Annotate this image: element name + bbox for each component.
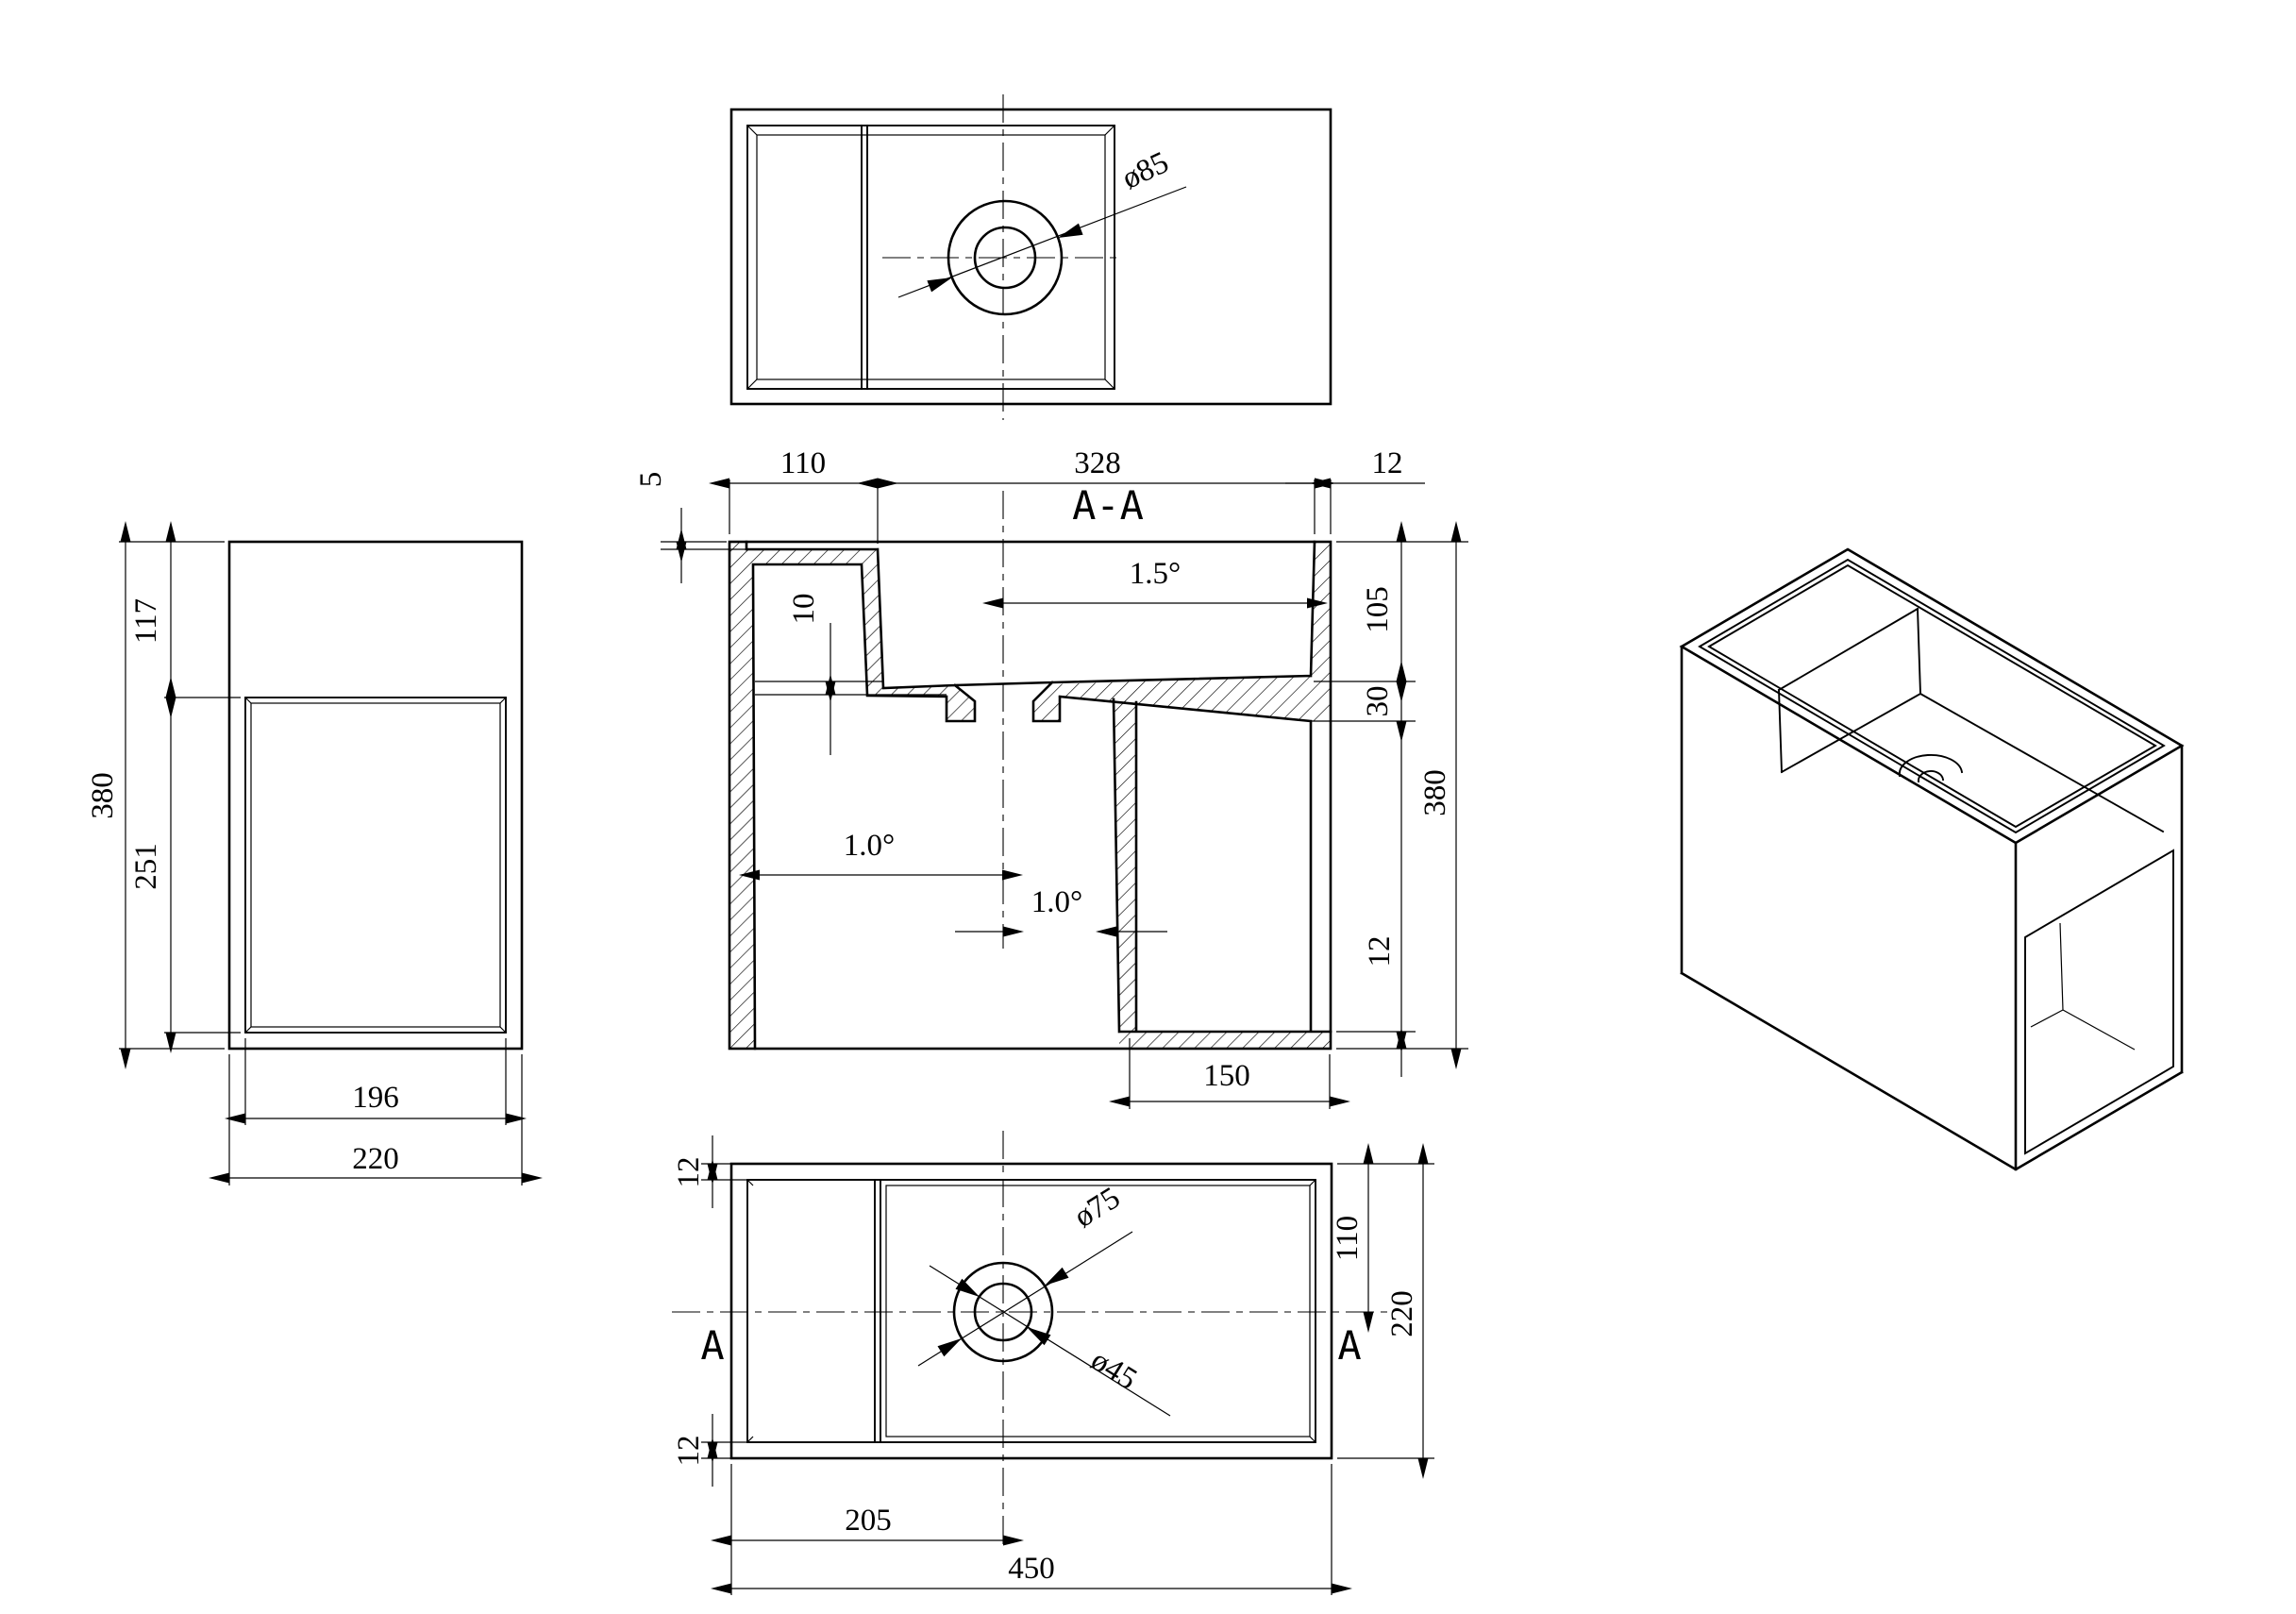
section-left-draft-label: 1.0°: [844, 829, 895, 863]
isometric-view: [1679, 547, 2185, 1171]
section-hatch-divider: [1114, 699, 1136, 1032]
side-view-recess-inner: [250, 702, 501, 1028]
top-view-rim-inner: [756, 134, 1106, 380]
section-bottom-opening-label: 150: [1203, 1059, 1250, 1093]
section-floor-thickness-label: 30: [1361, 686, 1395, 717]
side-view-recess-height-label: 251: [129, 843, 163, 890]
section-marker-right: A: [1337, 1322, 1361, 1369]
section-marker-left: A: [700, 1322, 724, 1369]
bottom-view-drain-offset-length-label: 205: [845, 1504, 892, 1538]
side-view-outer-rect: [227, 540, 524, 1051]
bottom-view-total-length-label: 450: [1008, 1552, 1055, 1586]
side-view-extension-lines: [119, 541, 523, 1185]
section-rim-step-label: 5: [634, 472, 668, 488]
side-view-total-width-label: 220: [352, 1142, 399, 1176]
iso-end-face-opening: [2024, 849, 2174, 1155]
dim-10-extensions: [755, 681, 947, 696]
section-view: A-A 110 328 12 5 10 1.5° 1.0° 1.0°: [634, 446, 1468, 1109]
section-title-label: A-A: [1072, 482, 1144, 529]
bottom-view-border-top-label: 12: [672, 1157, 706, 1188]
top-view-outer-rect: [729, 108, 1332, 406]
top-view: ø85: [729, 94, 1332, 420]
section-bowl-slope-label: 1.5°: [1130, 557, 1181, 591]
section-divider-draft-label: 1.0°: [1031, 885, 1082, 919]
section-hatch-right-wall: [1311, 542, 1331, 721]
section-hatch-floor-right: [1033, 676, 1311, 721]
iso-deck-and-divider-wall: [1777, 607, 1922, 774]
side-view-recess-width-label: 196: [352, 1081, 399, 1115]
section-deck-width-label: 110: [780, 446, 826, 480]
top-view-rim-bevels: [746, 125, 1115, 390]
iso-drain-arcs: [1898, 753, 1964, 783]
section-bowl-width-label: 328: [1074, 446, 1121, 480]
bottom-view-drain-outer-label: ø75: [1068, 1181, 1126, 1235]
section-floor-drop-label: 10: [787, 594, 821, 625]
top-view-drain-diameter-label: ø85: [1117, 145, 1174, 196]
bottom-view: A A ø75 ø45 12 12 110 220 205 450: [672, 1131, 1434, 1595]
section-bowl-depth-label: 105: [1361, 586, 1395, 633]
side-view-total-height-label: 380: [86, 772, 120, 819]
section-profile-lines: [745, 540, 1332, 1051]
bottom-view-right-compartment: [885, 1185, 1311, 1437]
bottom-view-drain-hole-label: ø45: [1085, 1343, 1143, 1397]
bottom-view-drain-offset-depth-label: 110: [1331, 1216, 1365, 1261]
section-hatch-left-wall: [729, 542, 755, 1049]
side-view-offset-top-label: 117: [129, 598, 163, 644]
bottom-view-divider: [874, 1179, 881, 1443]
bottom-view-left-extensions: [701, 1163, 747, 1459]
top-view-divider: [861, 125, 868, 390]
section-hatch-bottom-slab: [1119, 1032, 1331, 1049]
side-view: 380 117 251 196 220: [86, 521, 543, 1185]
bottom-view-bottom-extensions: [730, 1464, 1332, 1595]
bottom-view-border-bottom-label: 12: [672, 1436, 706, 1467]
side-view-recess-outer: [244, 697, 507, 1034]
bottom-view-outer-rect: [729, 1162, 1333, 1460]
iso-bowl-floor-edge: [1919, 692, 2165, 833]
side-view-recess-bevels: [244, 697, 507, 1034]
section-outline: [728, 540, 1332, 1051]
iso-outer-box: [1679, 547, 2185, 1171]
bottom-view-total-depth-label: 220: [1385, 1290, 1419, 1337]
section-top-extension-lines: [729, 479, 1332, 544]
section-wall-top-label: 12: [1372, 446, 1403, 480]
section-hatch-floor-left: [867, 685, 975, 721]
section-total-height-label: 380: [1418, 769, 1452, 816]
section-bottom-thickness-label: 12: [1363, 936, 1397, 967]
iso-rim-lines: [1698, 558, 2166, 834]
iso-interior-edges: [2030, 922, 2136, 1051]
bottom-view-bevels: [746, 1179, 1316, 1443]
dim-5-extensions: [661, 541, 746, 550]
bottom-view-inner-rect: [746, 1179, 1316, 1443]
